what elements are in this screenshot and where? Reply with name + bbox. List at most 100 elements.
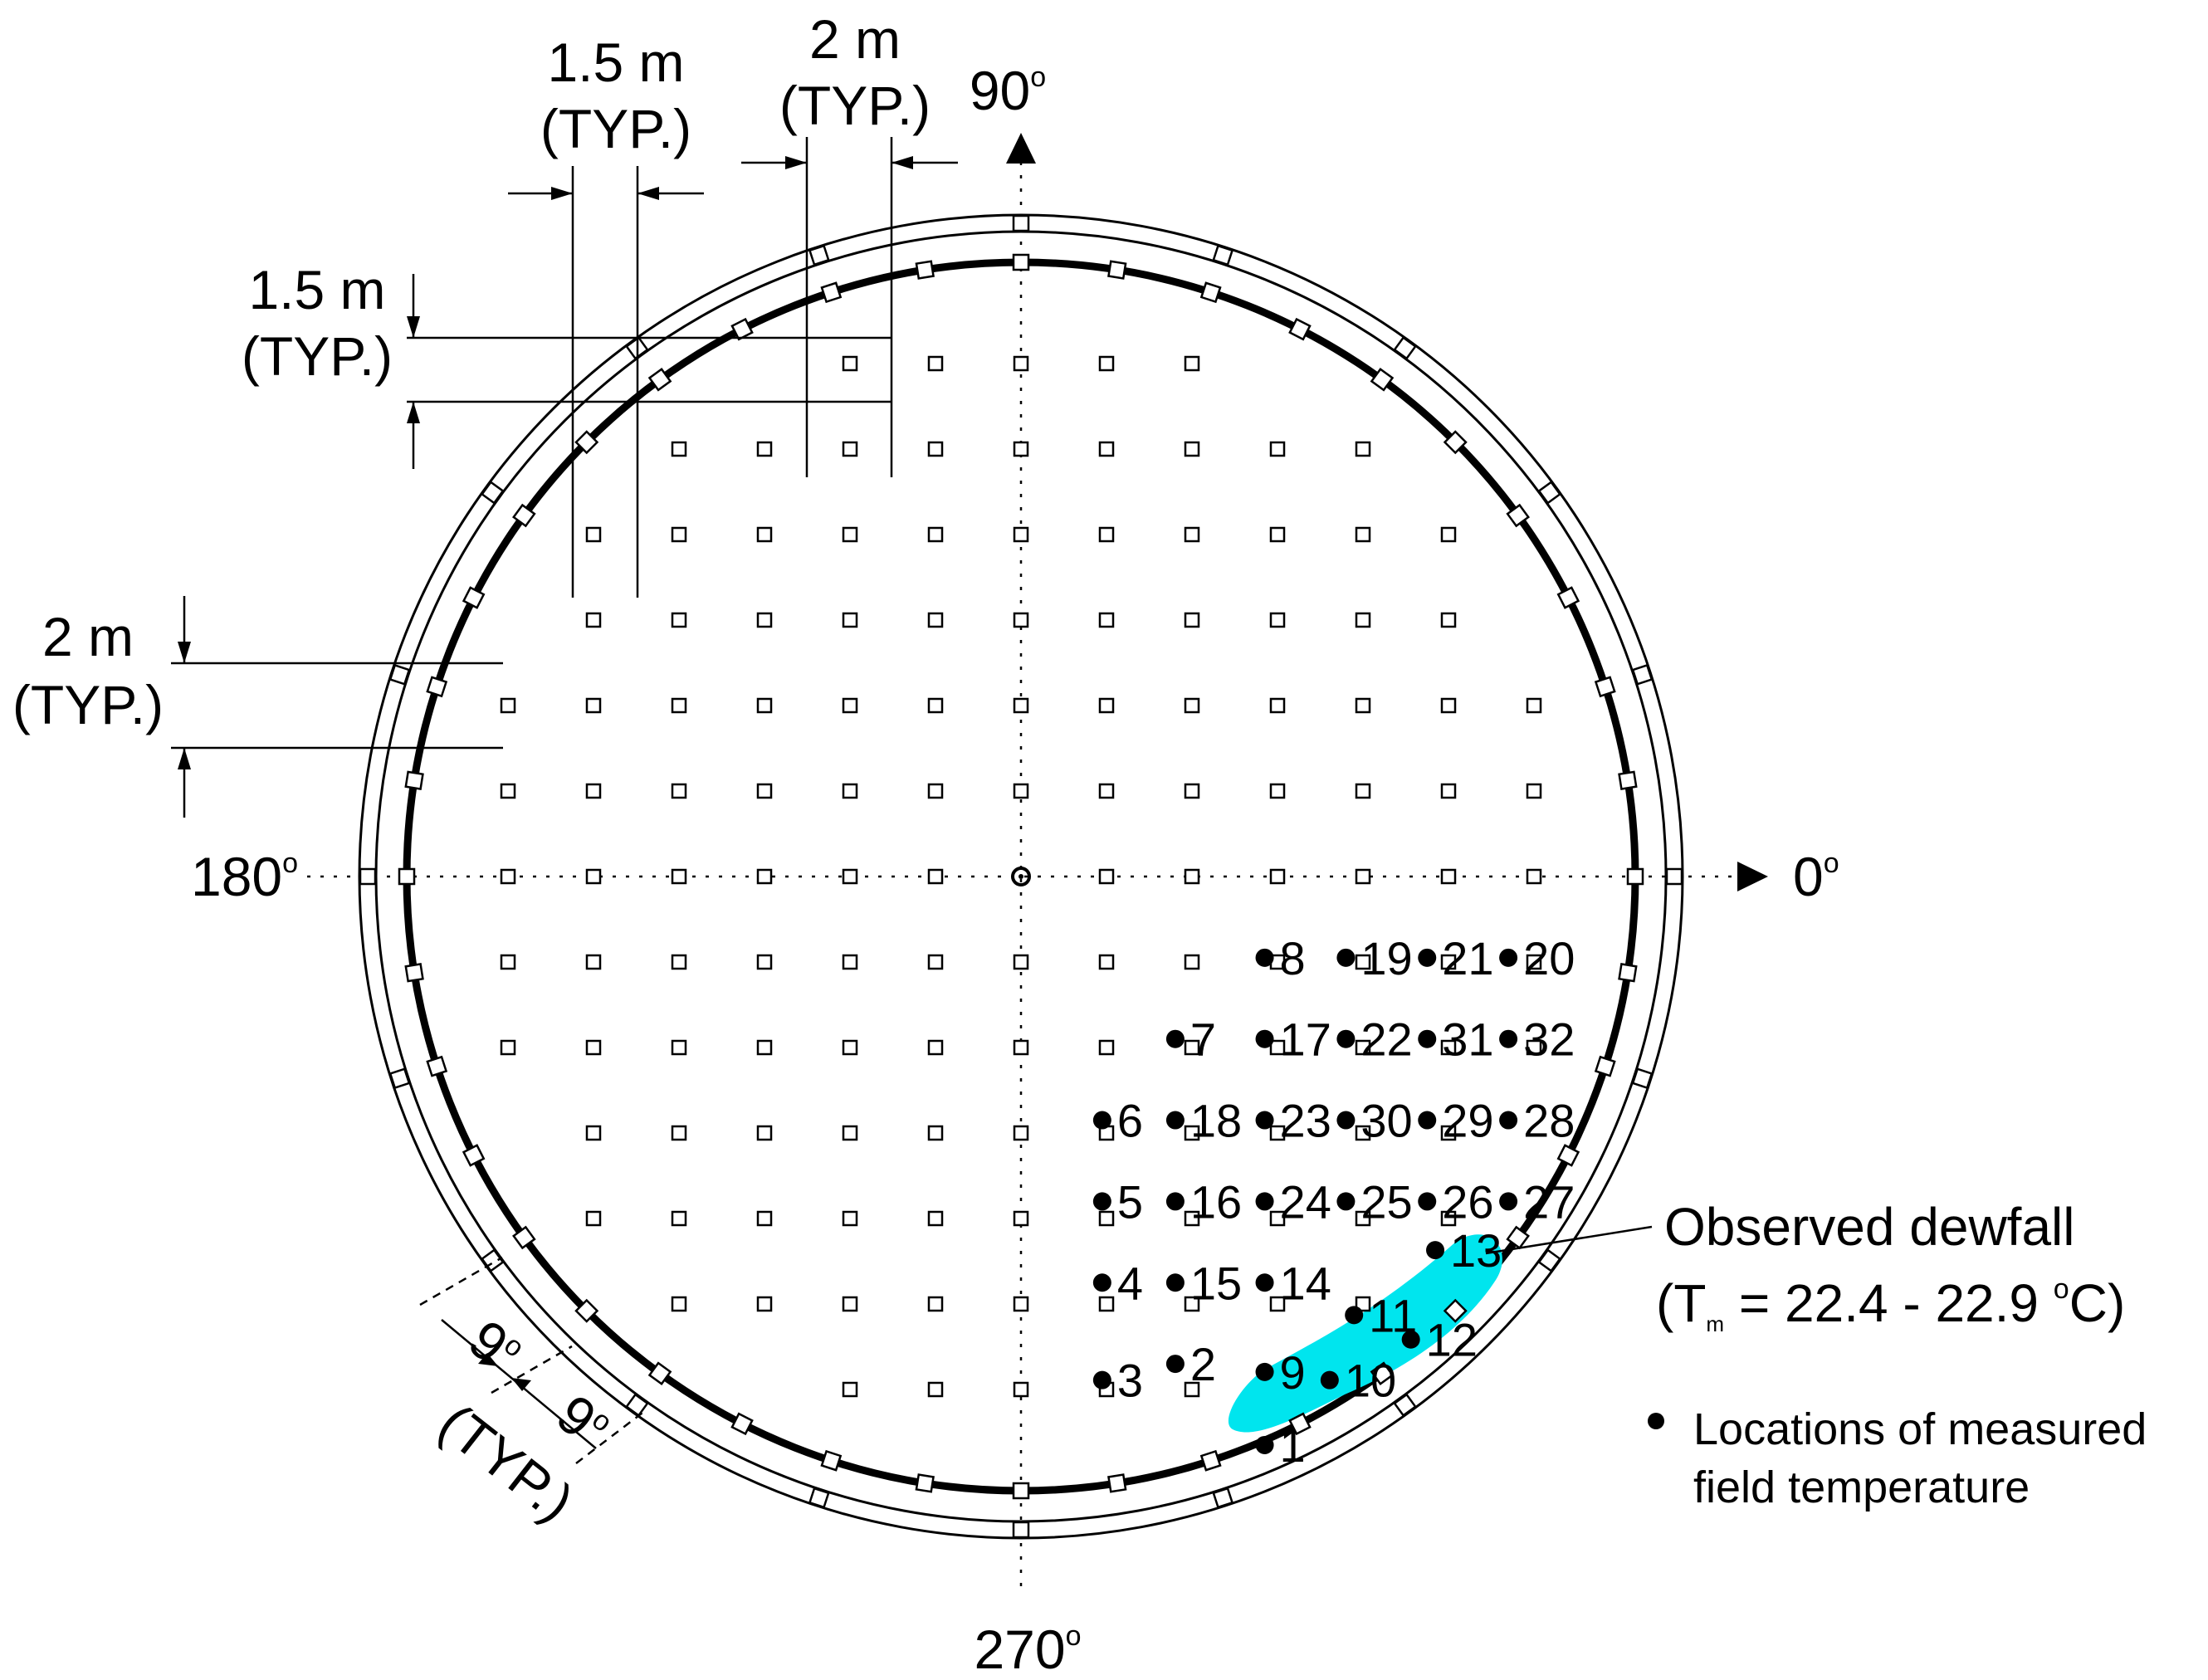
dim-top-small-typ: (TYP.) [540, 98, 691, 159]
wall-marker [647, 1361, 672, 1385]
pile-marker [585, 526, 602, 543]
wall-markers [398, 253, 1644, 1500]
measurement-point [1320, 1370, 1339, 1389]
pile-marker [1355, 783, 1371, 799]
pile-marker [842, 1296, 858, 1312]
measurement-point-label: 17 [1280, 1013, 1331, 1066]
wall-marker [1594, 676, 1616, 698]
pile-marker [1355, 612, 1371, 628]
legend-point-marker [1648, 1413, 1664, 1429]
pile-marker [671, 954, 687, 970]
measurement-point-label: 2 [1190, 1338, 1216, 1390]
pile-marker [1269, 1125, 1286, 1141]
pile-marker [842, 1210, 858, 1227]
dewfall-title: Observed dewfall [1664, 1197, 2074, 1257]
ring-marker [808, 244, 830, 266]
pile-marker [1013, 1125, 1029, 1141]
ring-marker [1212, 1487, 1234, 1509]
ring-marker [808, 1487, 830, 1509]
pile-marker [1098, 1039, 1115, 1056]
measurement-point [1336, 1029, 1356, 1048]
measurement-point [1092, 1273, 1111, 1292]
measurement-point [1499, 1029, 1518, 1048]
measurement-point [1418, 1029, 1437, 1048]
ring-marker [1212, 244, 1234, 266]
pile-marker [1184, 1381, 1200, 1398]
dim-top-large-value: 2 m [809, 8, 901, 70]
pile-marker [1440, 1039, 1457, 1056]
pile-marker [1355, 868, 1371, 885]
pile-marker [1013, 1039, 1029, 1056]
pile-marker [1013, 1210, 1029, 1227]
pile-marker [1440, 868, 1457, 885]
wall-marker [915, 260, 935, 280]
pile-marker [1355, 526, 1371, 543]
wall-marker [730, 317, 754, 341]
pile-marker [1013, 783, 1029, 799]
pile-marker [1355, 697, 1371, 714]
measurement-point-label: 7 [1190, 1013, 1216, 1066]
measurement-point-label: 31 [1442, 1013, 1493, 1066]
measurement-point [1345, 1306, 1364, 1325]
pile-marker [927, 868, 944, 885]
pile-marker [671, 697, 687, 714]
pile-marker [1184, 783, 1200, 799]
measurement-point-label: 9 [1280, 1346, 1306, 1399]
wall-marker [1443, 1298, 1468, 1323]
wall-marker [462, 1144, 486, 1167]
pile-marker [756, 868, 773, 885]
center-mark [1011, 867, 1031, 886]
measurement-point [1092, 1111, 1111, 1130]
wall-marker [1443, 430, 1468, 455]
measurement-point [1165, 1273, 1185, 1292]
wall-marker [1370, 368, 1395, 392]
legend-points-line1: Locations of measured [1693, 1404, 2147, 1454]
pile-marker [1184, 1210, 1200, 1227]
measurement-point-label: 30 [1360, 1095, 1412, 1147]
measurement-point [1255, 948, 1274, 967]
pile-marker [1526, 954, 1542, 970]
pile-marker [927, 1210, 944, 1227]
pile-marker [842, 868, 858, 885]
pile-marker [585, 1210, 602, 1227]
ring-marker [1665, 867, 1683, 886]
ring-marker [1631, 1067, 1654, 1090]
measurement-point-label: 3 [1117, 1355, 1143, 1407]
wall-marker [1370, 1361, 1395, 1385]
axis-arrow-right [1737, 862, 1768, 891]
measurement-point [1255, 1435, 1274, 1454]
angle-label-180: 180o [191, 846, 298, 907]
dim-top-small-value: 1.5 m [547, 32, 684, 93]
angle-label-270: 270o [974, 1619, 1081, 1680]
wall-marker [426, 1055, 448, 1077]
pile-marker [842, 441, 858, 457]
measurement-point-label: 27 [1523, 1175, 1575, 1228]
pile-marker [1440, 1210, 1457, 1227]
wall-marker [820, 281, 843, 304]
ring-marker [1631, 663, 1654, 686]
pile-marker [671, 1125, 687, 1141]
wall-marker [1506, 1225, 1530, 1250]
pile-marker [500, 783, 516, 799]
pile-marker [842, 1125, 858, 1141]
pile-marker [1355, 1210, 1371, 1227]
pile-marker [1526, 1039, 1542, 1056]
wall-marker [1012, 1482, 1030, 1500]
wall-marker [915, 1473, 935, 1493]
pile-marker [1440, 1125, 1457, 1141]
measurement-point-label: 32 [1523, 1013, 1575, 1066]
pile-marker [842, 526, 858, 543]
pile-marker [1098, 612, 1115, 628]
pile-marker [842, 954, 858, 970]
measurement-point [1401, 1330, 1420, 1349]
pile-marker [927, 355, 944, 372]
pile-marker [1013, 1381, 1029, 1398]
pile-marker [756, 783, 773, 799]
ring-marker [1393, 335, 1417, 360]
ring-marker [1012, 214, 1030, 232]
measurement-point [1255, 1362, 1274, 1381]
measurement-point-label: 5 [1117, 1175, 1143, 1228]
pile-marker [1098, 954, 1115, 970]
